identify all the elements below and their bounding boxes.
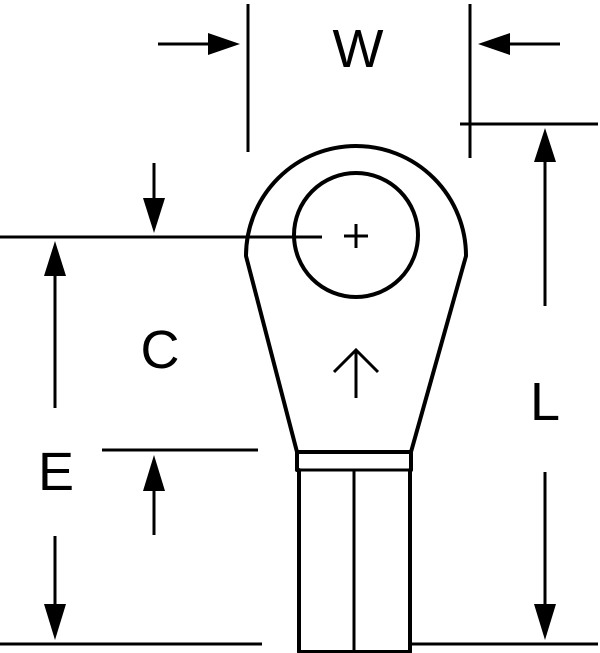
e-bottom-arrowhead bbox=[44, 604, 66, 640]
c-top-arrowhead bbox=[143, 198, 165, 233]
w-dimension-label: W bbox=[333, 19, 384, 79]
ring-terminal bbox=[244, 144, 468, 653]
l-dimension: L bbox=[412, 122, 598, 646]
l-dimension-label: L bbox=[530, 372, 560, 432]
e-dimension: E bbox=[0, 241, 262, 646]
e-dimension-label: E bbox=[38, 442, 74, 502]
w-right-arrowhead bbox=[478, 33, 510, 55]
c-dimension-label: C bbox=[141, 320, 180, 380]
c-bottom-arrowhead bbox=[143, 455, 165, 491]
w-left-arrowhead bbox=[208, 33, 240, 55]
l-top-arrowhead bbox=[534, 128, 556, 162]
w-dimension: W bbox=[158, 4, 560, 158]
l-bottom-arrowhead bbox=[534, 604, 556, 640]
direction-arrow-icon bbox=[332, 347, 380, 398]
c-dimension: C bbox=[0, 163, 322, 535]
e-top-arrowhead bbox=[44, 241, 66, 276]
